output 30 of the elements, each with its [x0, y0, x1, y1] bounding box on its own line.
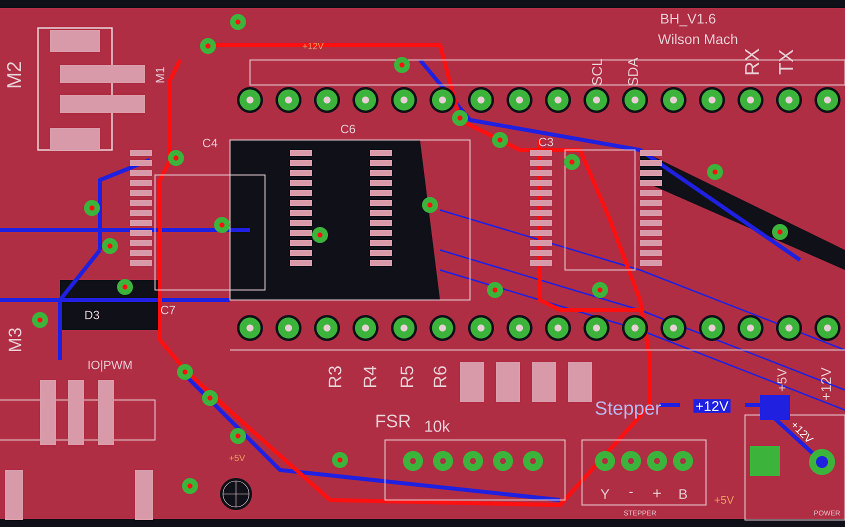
silkscreen-label: M1: [156, 67, 164, 82]
silkscreen-label: +12V: [302, 42, 324, 50]
silkscreen-label: C3: [538, 138, 554, 146]
silkscreen-label: B: [679, 489, 687, 499]
silkscreen-label: R4: [364, 366, 376, 388]
silkscreen-label: +5V: [229, 454, 246, 462]
silkscreen-label: 10k: [425, 420, 450, 432]
silkscreen-label: M2: [7, 62, 21, 88]
silkscreen-label: M3: [8, 328, 22, 352]
silkscreen-label: FSR: [376, 414, 410, 428]
silkscreen-label: +5V: [777, 368, 787, 392]
silkscreen-label: Wilson Mach: [658, 34, 738, 44]
silkscreen-label: +5V: [714, 496, 734, 504]
silkscreen-label: C7: [160, 306, 176, 314]
silkscreen-label: RX: [745, 48, 759, 74]
silkscreen-label: -: [629, 492, 633, 493]
silkscreen-label: Stepper: [596, 401, 661, 419]
silkscreen-label: R6: [434, 366, 446, 388]
silkscreen-label: +: [653, 489, 661, 498]
silkscreen-label: C4: [202, 138, 218, 148]
silkscreen-label: SCL: [592, 58, 602, 85]
silkscreen-label: R5: [400, 366, 414, 388]
silkscreen-label: D3: [85, 310, 100, 320]
silkscreen-label: +12V: [821, 368, 831, 400]
silkscreen-label: BH_V1.6: [661, 14, 716, 26]
silkscreen-label: Y: [600, 489, 610, 499]
silkscreen-label: +12V: [693, 399, 731, 413]
silkscreen-label: R3: [328, 366, 342, 388]
silkscreen-label: C6: [340, 124, 356, 134]
silkscreen-label: IO|PWM: [88, 360, 132, 372]
